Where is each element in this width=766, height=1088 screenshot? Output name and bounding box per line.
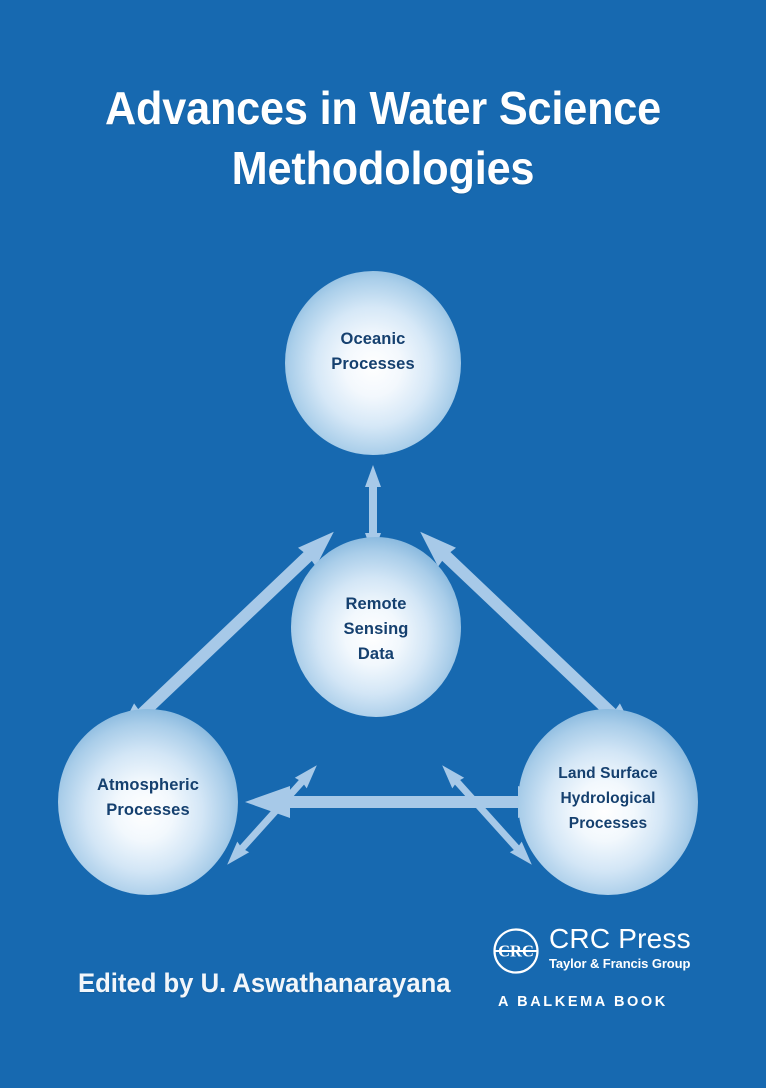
publisher-imprint: A BALKEMA BOOK (498, 994, 668, 1010)
arrow-oceanic-land (420, 531, 638, 739)
arrow-atmospheric-land (245, 786, 563, 818)
node-remote-sensing-sphere (291, 537, 461, 717)
arrow-oceanic-remote (365, 465, 381, 555)
arrow-remote-land (442, 765, 532, 865)
concept-diagram: Oceanic Processes Remote Sensing Data At… (0, 250, 766, 930)
node-oceanic-label-line-2: Processes (331, 355, 414, 373)
node-atmospheric-sphere (58, 709, 238, 895)
crc-roundel-icon: CRC (492, 927, 540, 980)
node-oceanic: Oceanic Processes (285, 271, 461, 455)
node-remote-sensing-label-line-3: Data (358, 645, 395, 663)
editor-credit-text: Edited by U. Aswathanarayana (78, 968, 451, 998)
node-oceanic-sphere (285, 271, 461, 455)
publisher-name: CRC Press (549, 923, 691, 954)
book-title: Advances in Water Science Methodologies (0, 78, 766, 198)
node-land-surface-label-line-3: Processes (569, 815, 647, 832)
node-land-surface-sphere (518, 709, 698, 895)
node-remote-sensing-label-line-1: Remote (345, 595, 406, 613)
node-atmospheric-label-line-2: Processes (106, 801, 189, 819)
publisher-logo: CRC CRC Press Taylor & Francis Group A B… (492, 925, 692, 1010)
node-atmospheric-label-line-1: Atmospheric (97, 776, 199, 794)
node-atmospheric: Atmospheric Processes (58, 709, 238, 895)
title-line-1: Advances in Water Science (104, 82, 662, 134)
arrow-remote-atmospheric (227, 765, 317, 865)
node-oceanic-label-line-1: Oceanic (341, 330, 406, 348)
node-land-surface-label-line-2: Hydrological (560, 790, 655, 807)
diagram-arrows (116, 465, 638, 865)
node-land-surface-label-line-1: Land Surface (558, 765, 658, 782)
title-line-2: Methodologies (231, 142, 535, 194)
crc-roundel-text: CRC (498, 942, 534, 961)
publisher-group: Taylor & Francis Group (549, 956, 691, 971)
arrow-oceanic-atmospheric (116, 531, 334, 739)
node-land-surface: Land Surface Hydrological Processes (518, 709, 698, 895)
node-remote-sensing: Remote Sensing Data (291, 537, 461, 717)
node-remote-sensing-label-line-2: Sensing (344, 620, 409, 638)
editor-credit: Edited by U. Aswathanarayana (78, 967, 470, 999)
